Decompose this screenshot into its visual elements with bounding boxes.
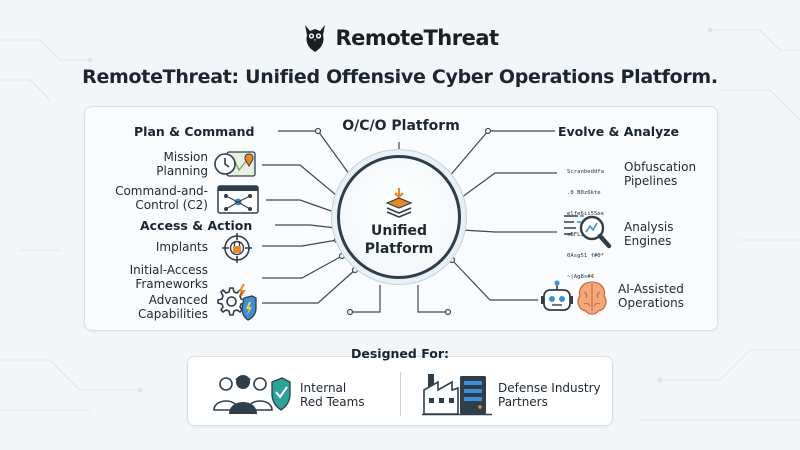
- code-line: ~|Ag8s#4: [567, 274, 594, 280]
- code-line: elfe6ii55ee: [567, 211, 605, 217]
- c2-line2: Control (C2): [135, 198, 208, 213]
- advanced-capabilities-label: Advanced Capabilities: [100, 293, 208, 322]
- unified-platform-label: Unified Platform: [341, 223, 457, 258]
- initial-line1: Initial-Access: [129, 263, 208, 277]
- internal-red-teams-label: Internal Red Teams: [300, 381, 392, 410]
- code-line: .0 B0z6kte: [567, 190, 601, 196]
- advanced-line1: Advanced: [148, 293, 208, 307]
- analysis-engines-label: Analysis Engines: [624, 220, 714, 249]
- platform-title: O/C/O Platform: [342, 118, 460, 134]
- c2-network-screen-icon: [217, 185, 259, 214]
- advanced-line2: Capabilities: [138, 307, 208, 322]
- obf-line2: Pipelines: [624, 174, 678, 189]
- brand-header: RemoteThreat: [0, 16, 800, 60]
- defense-line1: Defense Industry: [498, 381, 601, 395]
- center-label-line2: Platform: [364, 240, 434, 257]
- designed-for-divider: [400, 372, 401, 416]
- page-title: RemoteThreat: Unified Offensive Cyber Op…: [82, 66, 718, 88]
- gear-shield-lightning-icon: [217, 283, 257, 321]
- code-line: 0Asg51 f#0*: [567, 253, 605, 259]
- initial-line2: Frameworks: [135, 277, 208, 292]
- ai-line1: AI-Assisted: [618, 282, 684, 296]
- red-team-group-icon: [213, 375, 291, 414]
- initial-access-label: Initial-Access Frameworks: [100, 263, 208, 292]
- red-line1: Internal: [300, 381, 347, 395]
- defense-line2: Partners: [498, 395, 548, 410]
- plan-command-heading: Plan & Command: [134, 124, 255, 139]
- owl-logo-icon: [305, 25, 326, 52]
- mission-planning-label: Mission Planning: [120, 150, 208, 179]
- ai-line2: Operations: [618, 296, 684, 311]
- brand-name: RemoteThreat: [335, 26, 499, 50]
- access-action-heading: Access & Action: [140, 218, 253, 233]
- c2-line1: Command-and-: [115, 184, 208, 198]
- stack-layers-icon: [385, 188, 413, 218]
- mission-line1: Mission: [163, 150, 208, 164]
- mission-line2: Planning: [156, 164, 208, 179]
- obf-line1: Obfuscation: [624, 160, 697, 174]
- magnifier-code-icon: [564, 215, 612, 249]
- analysis-line1: Analysis: [624, 220, 674, 234]
- robot-brain-icon: [541, 280, 607, 315]
- evolve-analyze-heading: Evolve & Analyze: [558, 124, 679, 139]
- command-control-label: Command-and- Control (C2): [100, 184, 208, 213]
- implants-label: Implants: [155, 240, 208, 254]
- calendar-map-icon: [214, 151, 256, 177]
- obfuscation-pipelines-label: Obfuscation Pipelines: [624, 160, 714, 189]
- red-line2: Red Teams: [300, 395, 365, 410]
- center-label-line1: Unified: [370, 223, 428, 239]
- ai-assisted-operations-label: AI-Assisted Operations: [618, 282, 714, 311]
- target-lock-icon: [222, 233, 252, 263]
- analysis-line2: Engines: [624, 234, 672, 249]
- defense-industry-partners-label: Defense Industry Partners: [498, 381, 608, 410]
- factory-server-icon: [422, 374, 492, 416]
- designed-for-title: Designed For:: [351, 346, 449, 361]
- code-line: Scranbeddfa: [567, 169, 605, 175]
